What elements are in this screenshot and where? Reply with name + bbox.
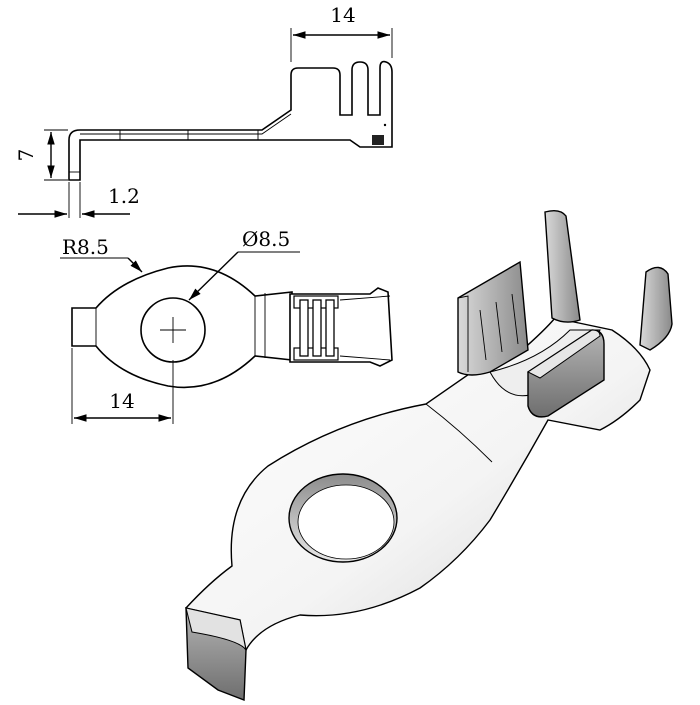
dim-label-side-top-width: 14 [330, 3, 355, 27]
dim-label-top-hole-diameter: Ø8.5 [242, 227, 290, 251]
dim-top-width: 14 [71, 348, 174, 424]
side-view [68, 60, 393, 181]
dim-side-top-width: 14 [290, 3, 393, 62]
dim-label-top-width: 14 [109, 389, 134, 413]
dim-label-top-radius: R8.5 [62, 235, 109, 259]
top-view [71, 265, 393, 389]
dim-top-radius: R8.5 [60, 235, 143, 273]
dim-side-height: 7 [14, 129, 68, 181]
dim-top-hole-diameter: Ø8.5 [188, 227, 300, 301]
dim-side-thickness: 1.2 [18, 182, 140, 218]
dim-label-side-height: 7 [14, 149, 38, 162]
dim-label-side-thickness: 1.2 [108, 184, 140, 208]
isometric-view [184, 209, 673, 702]
